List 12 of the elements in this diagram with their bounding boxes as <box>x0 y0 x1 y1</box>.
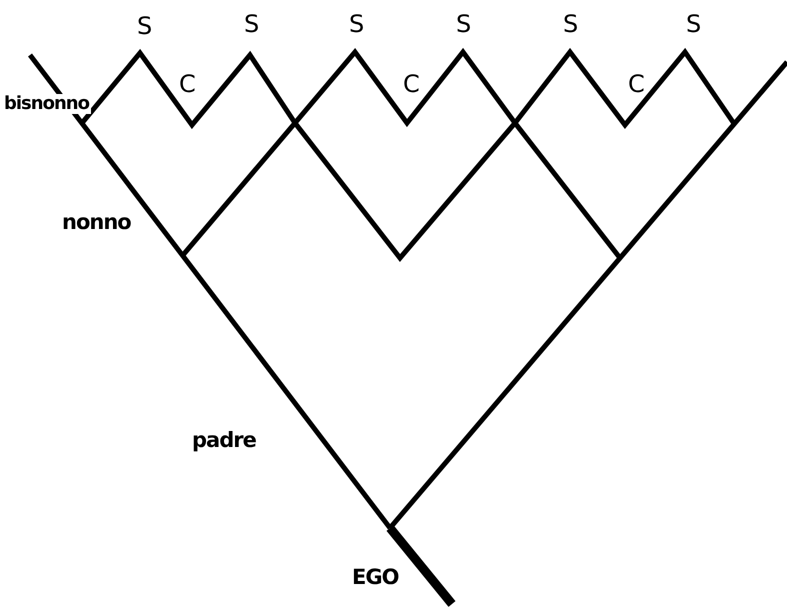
kin-label: S <box>349 12 364 36</box>
kin-label: padre <box>192 430 256 451</box>
kin-label: nonno <box>62 212 131 233</box>
kin-label: C <box>403 72 420 96</box>
kin-label: EGO <box>352 567 398 588</box>
kin-label: S <box>244 12 260 36</box>
kin-label: S <box>137 14 152 38</box>
kin-label: S <box>686 12 702 36</box>
kin-label: C <box>628 72 645 96</box>
kin-label: S <box>456 12 472 36</box>
kin-label: C <box>179 72 196 96</box>
kin-label: S <box>563 12 578 36</box>
